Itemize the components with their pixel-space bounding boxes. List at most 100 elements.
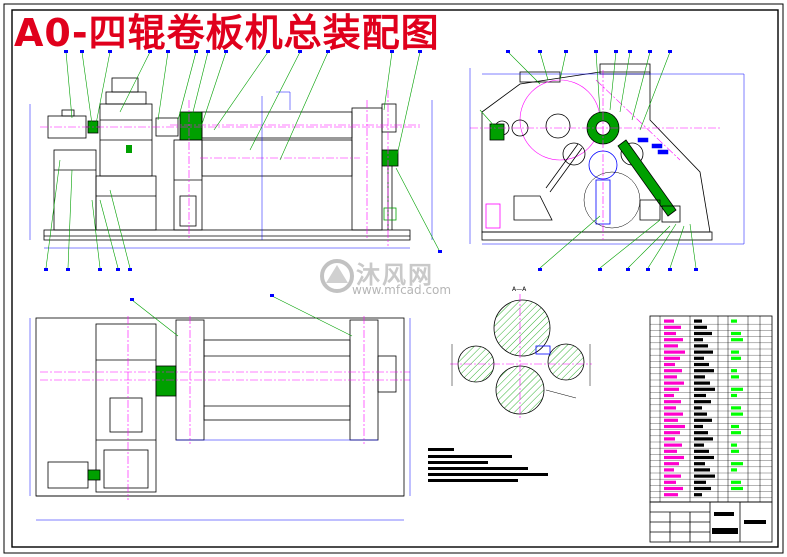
parts-list-code-cell xyxy=(694,468,710,472)
parts-list-name-cell xyxy=(664,468,674,472)
motor-body xyxy=(47,115,87,139)
parts-list-name-cell xyxy=(664,462,679,466)
parts-list-code-cell xyxy=(694,449,709,453)
parts-list-code-cell xyxy=(694,486,711,491)
parts-list-code-cell xyxy=(694,480,706,484)
parts-list-name-cell xyxy=(664,493,678,497)
parts-list-name-cell xyxy=(664,474,681,478)
parts-list-material-cell xyxy=(731,331,741,336)
parts-list-code-cell xyxy=(694,474,715,478)
parts-list-name-cell xyxy=(664,325,681,329)
parts-list-code-cell xyxy=(694,356,704,360)
large-gear-circle xyxy=(519,79,601,161)
hydraulic-cylinder xyxy=(617,139,677,217)
watermark-url: www.mfcad.com xyxy=(352,283,452,297)
section-dimensions xyxy=(451,344,591,399)
watermark: 沐风网 www.mfcad.com xyxy=(318,255,478,300)
parts-list-name-cell xyxy=(664,369,682,373)
front-leader-tags xyxy=(44,50,442,271)
parts-list-material-cell xyxy=(731,412,743,416)
parts-list-material-cell xyxy=(731,424,739,429)
top-view xyxy=(35,317,405,497)
parts-list-name-cell xyxy=(664,393,674,398)
parts-list-name-cell xyxy=(664,406,676,410)
parts-list-name-cell xyxy=(664,424,685,429)
top-leaders xyxy=(131,295,353,337)
parts-list-name-cell xyxy=(664,362,675,367)
parts-list-code-cell xyxy=(694,443,704,447)
technical-notes xyxy=(428,448,548,482)
outer-border xyxy=(3,3,784,554)
parts-list-name-cell xyxy=(664,431,680,435)
side-base xyxy=(481,231,713,241)
watermark-brand: 沐风网 xyxy=(356,261,434,289)
gearbox-nameplate xyxy=(111,77,139,93)
parts-list-code-cell xyxy=(694,412,707,416)
parts-list-material-cell xyxy=(731,387,743,391)
side-view xyxy=(481,63,713,241)
section-upper-roll xyxy=(493,299,551,357)
side-leaders xyxy=(479,51,697,269)
parts-list-material-cell xyxy=(731,449,739,453)
parts-list-code-cell xyxy=(694,325,707,329)
parts-list-name-cell xyxy=(664,412,683,416)
parts-list-material-cell xyxy=(731,462,743,466)
parts-list-name-cell xyxy=(664,338,683,342)
parts-list-code-cell xyxy=(694,424,703,429)
parts-list-code-cell xyxy=(694,462,705,466)
parts-list-name-cell xyxy=(664,356,680,360)
title-block xyxy=(649,501,773,543)
parts-list-material-cell xyxy=(731,338,743,342)
drawing-title: A0-四辊卷板机总装配图 xyxy=(14,11,440,55)
parts-list-code-cell xyxy=(694,375,705,379)
parts-list-material-cell xyxy=(731,468,737,472)
parts-list-name-cell xyxy=(664,375,677,379)
parts-list-code-cell xyxy=(694,344,708,348)
parts-list-name-cell xyxy=(664,443,682,447)
parts-list-name-cell xyxy=(664,449,677,453)
side-centerlines xyxy=(470,70,720,240)
parts-list-name-cell xyxy=(664,344,678,348)
section-label: A—A xyxy=(512,286,527,293)
parts-list-name-cell xyxy=(664,486,683,491)
watermark-logo-icon xyxy=(320,259,354,293)
parts-list-code-cell xyxy=(694,437,713,441)
motor-top xyxy=(47,461,89,489)
parts-list-material-cell xyxy=(731,350,739,354)
parts-list-name-cell xyxy=(664,418,678,422)
parts-list-code-cell xyxy=(694,331,712,336)
parts-list-material-cell xyxy=(731,375,739,379)
parts-list-name-cell xyxy=(664,331,676,336)
parts-list-material-cell xyxy=(731,486,743,491)
parts-list-code-cell xyxy=(694,400,711,404)
left-frame xyxy=(173,139,203,231)
side-leader-tags xyxy=(506,50,698,271)
top-dimensions xyxy=(29,318,411,521)
parts-list-code-cell xyxy=(694,493,702,497)
parts-list-name-cell xyxy=(664,455,684,460)
parts-list-material-cell xyxy=(731,443,737,447)
parts-list-name-cell xyxy=(664,400,681,404)
parts-list xyxy=(649,315,773,503)
parts-list-material-cell xyxy=(731,431,741,435)
parts-list-name-cell xyxy=(664,350,685,354)
bearing-housing-left xyxy=(179,111,203,141)
parts-list-material-cell xyxy=(731,319,737,323)
side-dimensions xyxy=(469,68,745,245)
parts-list-code-cell xyxy=(694,393,706,398)
parts-list-code-cell xyxy=(694,431,708,435)
gearbox-top xyxy=(95,323,157,493)
right-frame xyxy=(351,107,383,231)
parts-list-material-cell xyxy=(731,393,737,398)
section-a-a xyxy=(457,299,585,415)
parts-list-material-cell xyxy=(731,356,741,360)
parts-list-code-cell xyxy=(694,406,702,410)
top-centerlines xyxy=(40,316,410,500)
parts-list-name-cell xyxy=(664,319,674,323)
parts-list-material-cell xyxy=(731,406,741,410)
parts-list-code-cell xyxy=(694,387,715,391)
inner-border xyxy=(11,9,779,548)
parts-list-name-cell xyxy=(664,437,675,441)
parts-list-code-cell xyxy=(694,338,703,342)
